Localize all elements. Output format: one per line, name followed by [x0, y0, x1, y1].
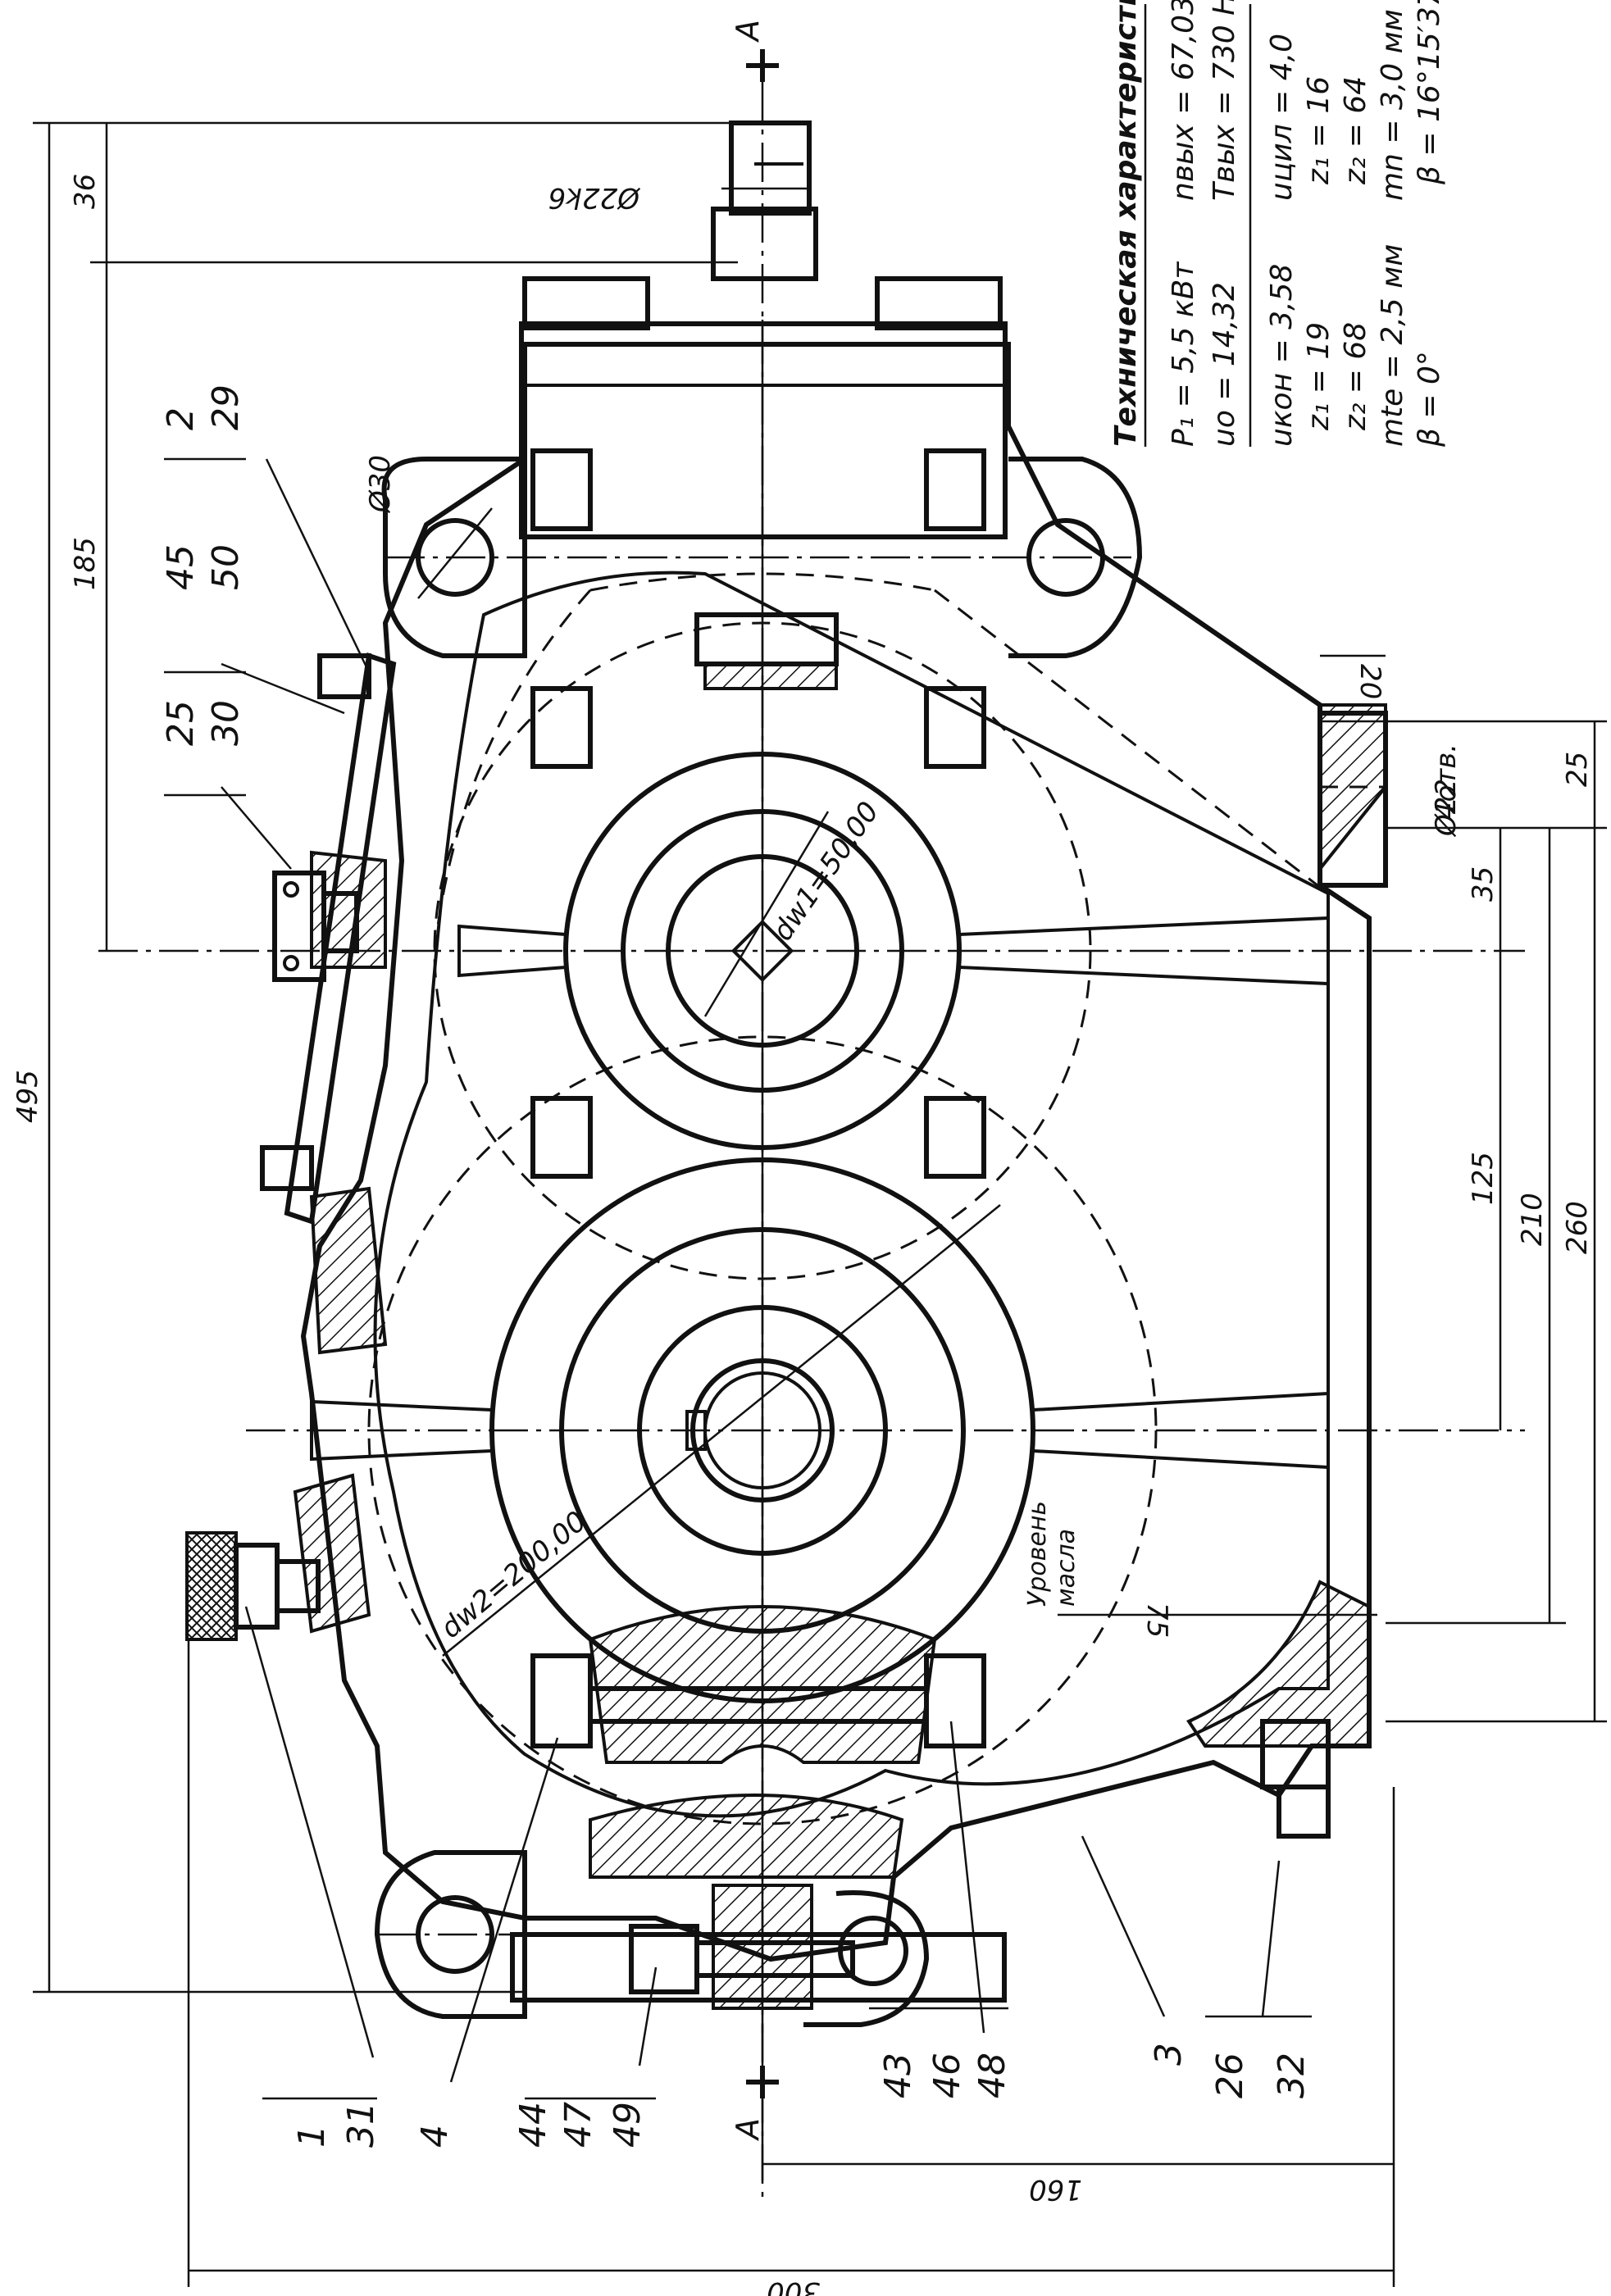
breather-plug	[260, 653, 371, 1191]
spec-row-5-right: z₂ = 64	[1339, 76, 1372, 185]
part-46: 46	[926, 2053, 968, 2098]
section-labels: A A Уровень масла	[730, 20, 1081, 2142]
part-25: 25	[160, 700, 202, 746]
part-29: 29	[205, 384, 247, 430]
spec-row-6-right: mn = 3,0 мм	[1376, 9, 1409, 201]
spec-row-4-left: z₁ = 19	[1302, 322, 1336, 431]
spec-row-2-left: uо = 14,32	[1208, 282, 1241, 447]
dim-36: 36	[69, 174, 102, 209]
dim-dw2: dw2=200,00	[435, 1505, 593, 1645]
dim-20: 20	[1354, 664, 1386, 699]
tech-spec-title: Техническая характеристика	[1109, 0, 1143, 447]
part-45: 45	[160, 544, 202, 590]
center-lines	[98, 82, 1525, 2197]
spec-row-3-right: uцил = 4,0	[1265, 34, 1299, 201]
part-43: 43	[877, 2053, 919, 2098]
dim-75: 75	[1140, 1603, 1173, 1638]
drain-flange	[1317, 711, 1388, 888]
spec-row-5-left: z₂ = 68	[1339, 322, 1372, 431]
section-a-top: A	[730, 20, 766, 43]
housing-ribs	[310, 320, 1330, 2033]
spec-row-4-right: z₁ = 16	[1302, 76, 1336, 185]
dim-300: 300	[767, 2276, 820, 2296]
part-50: 50	[205, 544, 247, 590]
dim-495: 495	[11, 1070, 44, 1123]
spec-row-1-left: P₁ = 5,5 кВт	[1167, 261, 1200, 447]
dim-185: 185	[69, 537, 102, 590]
part-48: 48	[972, 2053, 1013, 2098]
output-shaft	[711, 120, 818, 281]
dim-25: 25	[1561, 752, 1594, 787]
part-44: 44	[512, 2102, 554, 2148]
dimension-lines	[33, 49, 1607, 2287]
part-4: 4	[414, 2125, 456, 2148]
dim-210: 210	[1516, 1193, 1549, 1246]
spec-row-3-left: uкон = 3,58	[1265, 264, 1299, 447]
section-a-bottom: A	[730, 2118, 766, 2142]
dim-shaft: Ø22k6	[548, 181, 641, 214]
oil-dipstick	[185, 1531, 321, 1641]
dim-160: 160	[1029, 2173, 1082, 2206]
spec-row-2-right: Tвых = 730 Н·м	[1208, 0, 1241, 201]
dim-125: 125	[1467, 1152, 1500, 1205]
bevel-gear-outline	[433, 572, 1329, 952]
oil-level-label-2: масла	[1052, 1529, 1081, 1607]
part-leaders	[164, 457, 1312, 2100]
spec-row-6-left: mte = 2,5 мм	[1376, 244, 1409, 447]
spec-row-1-right: nвых = 67,03 мин⁻¹	[1167, 0, 1200, 201]
part-32: 32	[1271, 2053, 1313, 2098]
dim-35: 35	[1467, 866, 1500, 902]
dim-260: 260	[1561, 1201, 1594, 1254]
part-31: 31	[340, 2102, 382, 2148]
part-3: 3	[1148, 2043, 1190, 2066]
part-49: 49	[607, 2102, 648, 2148]
dim-dw1: dw1=50,00	[767, 796, 886, 947]
dim-hole22: Ø22	[1430, 779, 1463, 838]
housing-bolts	[522, 276, 1331, 1994]
spec-row-7-left: β = 0°	[1413, 351, 1446, 448]
part-numbers: 2 29 45 50 25 30 1 31 4 44 47 49 43 46 4…	[160, 384, 1313, 2148]
dim-hole30: Ø30	[364, 455, 397, 514]
mounting-lugs	[374, 457, 1143, 2027]
spec-row-7-right: β = 16°15′37″	[1413, 0, 1446, 185]
part-1: 1	[291, 2125, 333, 2148]
part-26: 26	[1209, 2053, 1251, 2098]
part-47: 47	[557, 2102, 599, 2148]
tech-spec-block: Техническая характеристика P₁ = 5,5 кВт …	[1109, 0, 1446, 448]
part-30: 30	[205, 700, 247, 746]
dim-holes: 4отв.	[1430, 743, 1463, 820]
oil-level-label-1: Уровень	[1023, 1501, 1052, 1607]
part-2: 2	[160, 407, 202, 430]
